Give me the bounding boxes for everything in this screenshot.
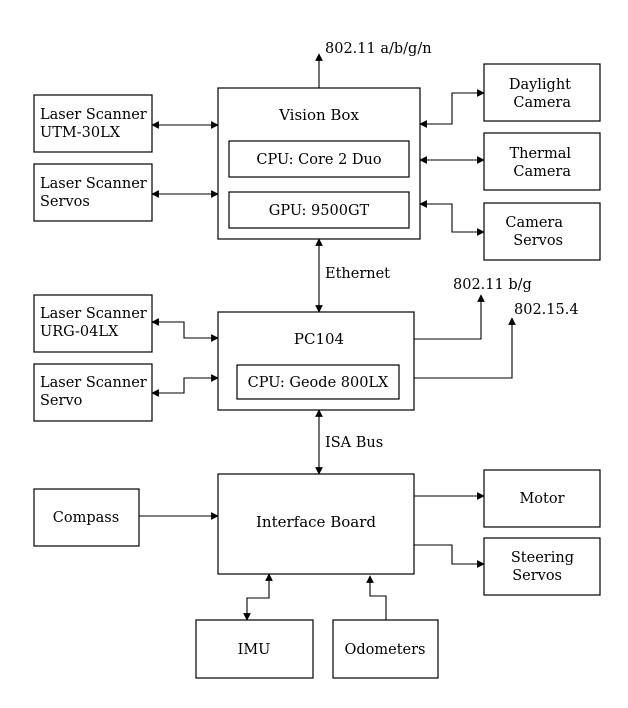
laser-servo-line1: Laser Scanner [40,375,147,391]
steering-line1: Steering [511,550,574,566]
compass-label: Compass [53,510,119,526]
odometers-box [332,619,439,679]
edge-vision-camservos [419,200,485,236]
vision-box-title: Vision Box [278,106,359,124]
laser-urg-line1: Laser Scanner [40,306,147,322]
label-wifi-abgn: 802.11 a/b/g/n [325,41,432,57]
steering-servos-box [483,537,601,596]
edge-laser-servo-pc104 [151,374,219,397]
laser-servos-block: Laser Scanner Servos [33,163,153,222]
imu-box [195,619,314,679]
laser-servos-box [33,163,153,222]
compass-block: Compass [33,488,140,547]
imu-block: IMU [195,619,314,679]
cpu-core2-box [228,140,410,178]
laser-utm-line1: Laser Scanner [40,107,147,123]
edge-odometers [366,575,387,620]
compass-box [33,488,140,547]
daylight-camera-block: Daylight Camera [483,63,601,122]
gpu-label: GPU: 9500GT [269,203,370,219]
camservos-line1: Camera [505,215,563,231]
daylight-line1: Daylight [509,77,571,93]
edge-steering [414,544,485,568]
laser-urg-box [33,294,153,353]
label-isa-bus: ISA Bus [325,435,383,451]
connections [139,53,516,621]
laser-utm-block: Laser Scanner UTM-30LX [33,94,153,153]
thermal-camera-block: Thermal Camera [483,132,601,191]
edge-wifi-bg [414,294,485,340]
motor-box [483,469,601,528]
laser-utm-box [33,94,153,153]
label-ethernet: Ethernet [325,266,390,282]
label-wifi-bg: 802.11 b/g [453,277,532,293]
camera-servos-block: Camera Servos [483,202,601,261]
cpu-core2-label: CPU: Core 2 Duo [256,152,381,168]
motor-block: Motor [483,469,601,528]
edge-vision-daylight [419,89,485,128]
laser-servo-block: Laser Scanner Servo [33,363,153,422]
daylight-line2: Camera [513,95,571,111]
laser-servos-line1: Laser Scanner [40,176,147,192]
laser-utm-line2: UTM-30LX [40,125,121,141]
interface-board-block: Interface Board [217,473,415,575]
interface-board-box [217,473,415,575]
edge-labels: 802.11 a/b/g/n Ethernet 802.11 b/g 802.1… [325,41,579,451]
interface-board-label: Interface Board [256,513,376,531]
pc104-title: PC104 [294,330,344,348]
imu-label: IMU [238,642,271,658]
odometers-block: Odometers [332,619,439,679]
steering-line2: Servos [512,568,562,584]
steering-servos-block: Steering Servos [483,537,601,596]
camservos-line2: Servos [513,233,563,249]
laser-urg-line2: URG-04LX [40,324,119,340]
edge-imu [243,573,273,621]
label-zigbee: 802.15.4 [514,302,579,318]
daylight-camera-box [483,63,601,122]
motor-label: Motor [519,491,564,507]
thermal-camera-box [483,132,601,191]
gpu-box [228,191,410,229]
thermal-line2: Camera [513,164,571,180]
edge-zigbee [414,317,516,379]
laser-urg-block: Laser Scanner URG-04LX [33,294,153,353]
vision-box-block: Vision Box CPU: Core 2 Duo GPU: 9500GT [217,87,421,240]
pc104-block: PC104 CPU: Geode 800LX [217,311,415,411]
cpu-geode-box [236,364,400,400]
laser-servo-line2: Servo [40,393,82,409]
laser-servos-line2: Servos [40,194,90,210]
edge-laser-urg-pc104 [151,318,219,342]
laser-servo-box [33,363,153,422]
thermal-line1: Thermal [509,146,571,162]
odometers-label: Odometers [344,642,425,658]
camera-servos-box [483,202,601,261]
cpu-geode-label: CPU: Geode 800LX [248,375,389,391]
